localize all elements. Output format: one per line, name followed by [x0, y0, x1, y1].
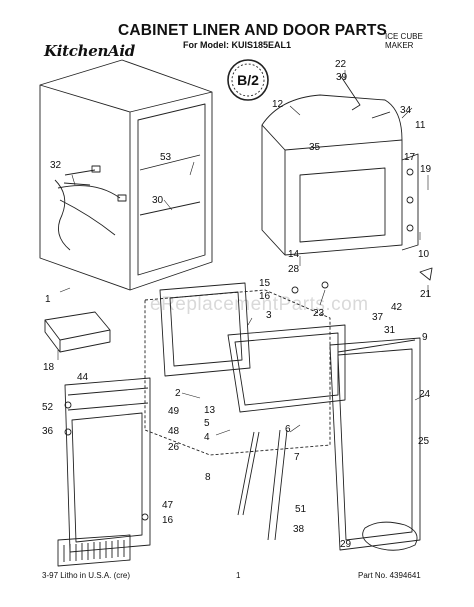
callout-19: 19: [420, 164, 432, 175]
callout-49: 49: [168, 406, 180, 417]
callout-26: 26: [168, 442, 180, 453]
callout-35: 35: [309, 142, 321, 153]
category-label-line1: ICE CUBE: [385, 32, 423, 41]
callout-14: 14: [288, 249, 300, 260]
bin-cover: [362, 521, 418, 551]
hardware-parts: [64, 74, 433, 541]
callout-4: 4: [204, 432, 210, 443]
door-frame-outline: [144, 289, 331, 456]
callout-3: 3: [266, 310, 272, 321]
page-title: CABINET LINER AND DOOR PARTS: [118, 22, 388, 39]
watermark: eReplacementParts.com: [150, 294, 369, 315]
kick-plate-grille: [57, 534, 131, 567]
side-bracket: [401, 153, 419, 251]
foam-block: [44, 311, 111, 353]
callout-25: 25: [418, 436, 430, 447]
callout-labels: 22 39 12 34 11 53 35 17 19 32 30 10 14 2…: [42, 59, 432, 550]
callout-15: 15: [259, 278, 271, 289]
callout-6: 6: [285, 424, 291, 435]
callout-36: 36: [42, 426, 54, 437]
callout-11: 11: [415, 120, 426, 131]
callout-53: 53: [160, 152, 172, 163]
callout-29: 29: [340, 539, 352, 550]
callout-32: 32: [50, 160, 62, 171]
callout-16: 16: [259, 291, 271, 302]
right-door-panel: [329, 337, 421, 551]
callout-34: 34: [400, 105, 412, 116]
callout-9: 9: [422, 332, 428, 343]
callout-21: 21: [420, 289, 432, 300]
category-label-line2: MAKER: [385, 41, 414, 50]
callout-44: 44: [77, 372, 89, 383]
footer-page-number: 1: [236, 571, 241, 580]
callout-2: 2: [175, 388, 181, 399]
callout-31: 31: [384, 325, 396, 336]
callout-23: 23: [313, 308, 325, 319]
callout-5: 5: [204, 418, 210, 429]
callout-22: 22: [335, 59, 347, 70]
category-label: ICE CUBE MAKER: [385, 32, 423, 50]
callout-17: 17: [404, 152, 416, 163]
callout-1: 1: [45, 294, 51, 305]
brand-logo: KitchenAid: [44, 42, 135, 60]
door-liner: [227, 324, 346, 413]
callout-18: 18: [43, 362, 55, 373]
callout-30: 30: [152, 195, 164, 206]
callout-37: 37: [372, 312, 384, 323]
model-subtitle: For Model: KUIS185EAL1: [183, 40, 292, 50]
callout-52: 52: [42, 402, 54, 413]
callout-16b: 16: [162, 515, 174, 526]
callout-12: 12: [272, 99, 284, 110]
callout-51: 51: [295, 504, 307, 515]
left-door-panel: [64, 377, 151, 553]
footer-printing-note: 3-97 Litho in U.S.A. (cre): [42, 571, 131, 580]
model-badge: [227, 59, 269, 101]
callout-24: 24: [419, 389, 431, 400]
callout-48: 48: [168, 426, 180, 437]
leader-lines: [57, 70, 429, 436]
callout-28: 28: [288, 264, 300, 275]
footer-part-number: Part No. 4394641: [358, 571, 421, 580]
door-inner-frame: [159, 282, 251, 377]
callout-8: 8: [205, 472, 211, 483]
callout-7: 7: [294, 452, 300, 463]
callout-42: 42: [391, 302, 403, 313]
cabinet-liner: [39, 59, 213, 291]
callout-39: 39: [336, 72, 348, 83]
model-badge-label: B/2: [237, 72, 259, 88]
ice-bin: [261, 94, 403, 256]
wire-harness: [54, 165, 127, 251]
callout-47: 47: [162, 500, 174, 511]
callout-13: 13: [204, 405, 216, 416]
callout-10: 10: [418, 249, 430, 260]
callout-38: 38: [293, 524, 305, 535]
